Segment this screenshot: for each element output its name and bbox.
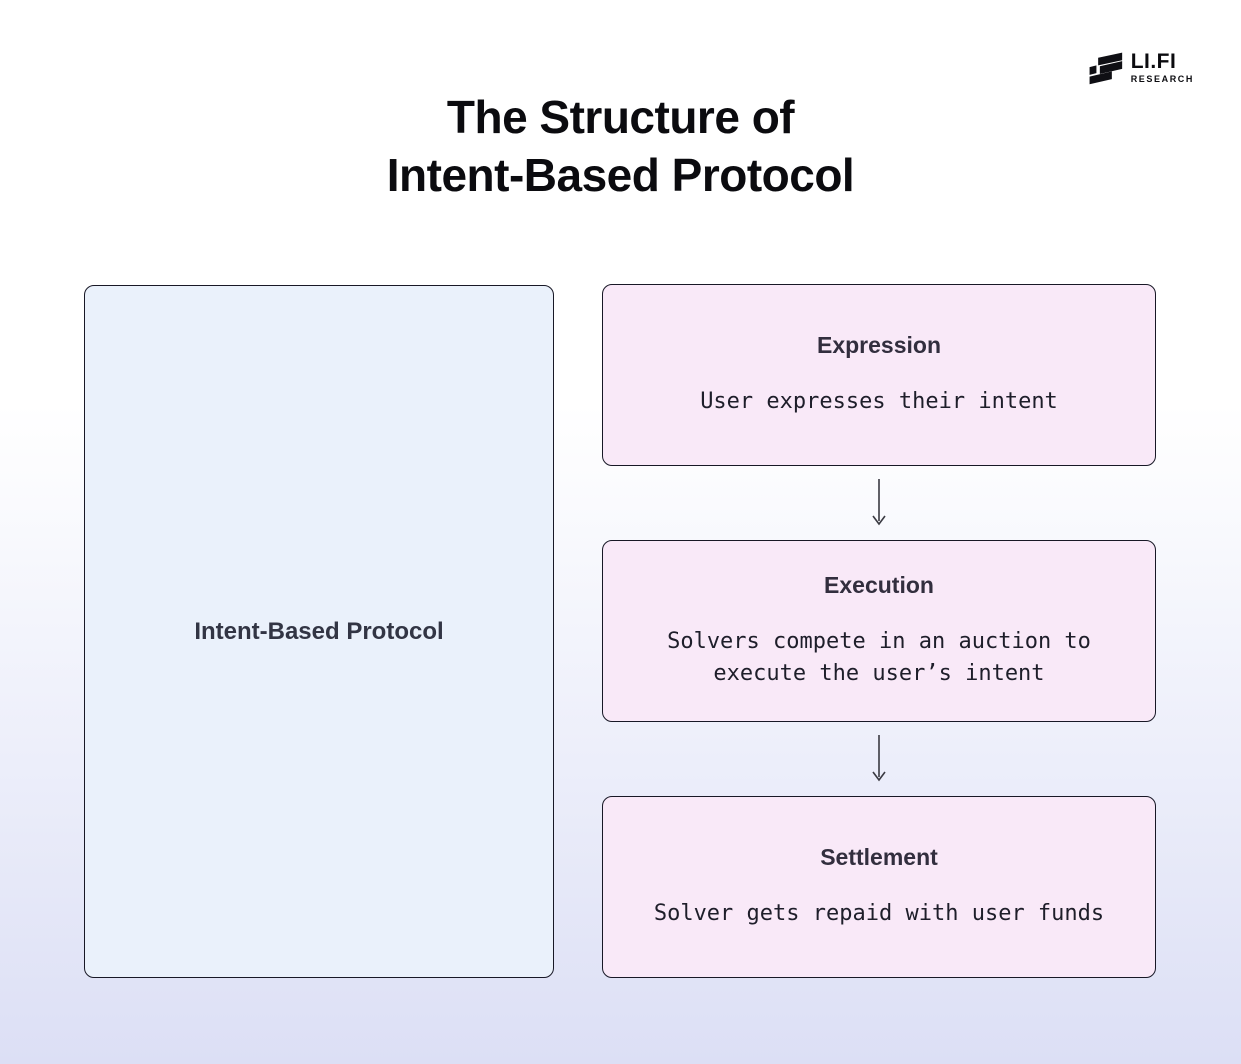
step-title-execution: Execution bbox=[824, 572, 934, 598]
intent-based-protocol-label: Intent-Based Protocol bbox=[194, 617, 444, 645]
page-title-line1: The Structure of bbox=[446, 91, 795, 143]
page-title-line2: Intent-Based Protocol bbox=[386, 149, 855, 201]
step-desc-execution: Solvers compete in an auction to execute… bbox=[667, 629, 1091, 686]
logo-text: LI.FI RESEARCH bbox=[1131, 51, 1194, 85]
step-desc-settlement: Solver gets repaid with user funds bbox=[653, 901, 1105, 926]
step-box-settlement: Settlement Solver gets repaid with user … bbox=[602, 796, 1156, 978]
logo-brand: LI.FI bbox=[1130, 50, 1177, 73]
lifi-logo-icon bbox=[1089, 52, 1122, 85]
step-desc-expression: User expresses their intent bbox=[700, 389, 1058, 414]
page-title: The Structure of Intent-Based Protocol bbox=[0, 88, 1241, 204]
intent-based-protocol-panel: Intent-Based Protocol bbox=[84, 285, 554, 978]
step-box-execution: Execution Solvers compete in an auction … bbox=[602, 540, 1156, 722]
arrow-down-icon bbox=[872, 735, 886, 782]
lifi-research-logo: LI.FI RESEARCH bbox=[1087, 50, 1194, 86]
step-title-settlement: Settlement bbox=[820, 844, 938, 870]
step-title-expression: Expression bbox=[817, 332, 941, 358]
step-box-expression: Expression User expresses their intent bbox=[602, 284, 1156, 466]
logo-subtitle: RESEARCH bbox=[1130, 74, 1194, 84]
arrow-down-icon bbox=[872, 479, 886, 526]
